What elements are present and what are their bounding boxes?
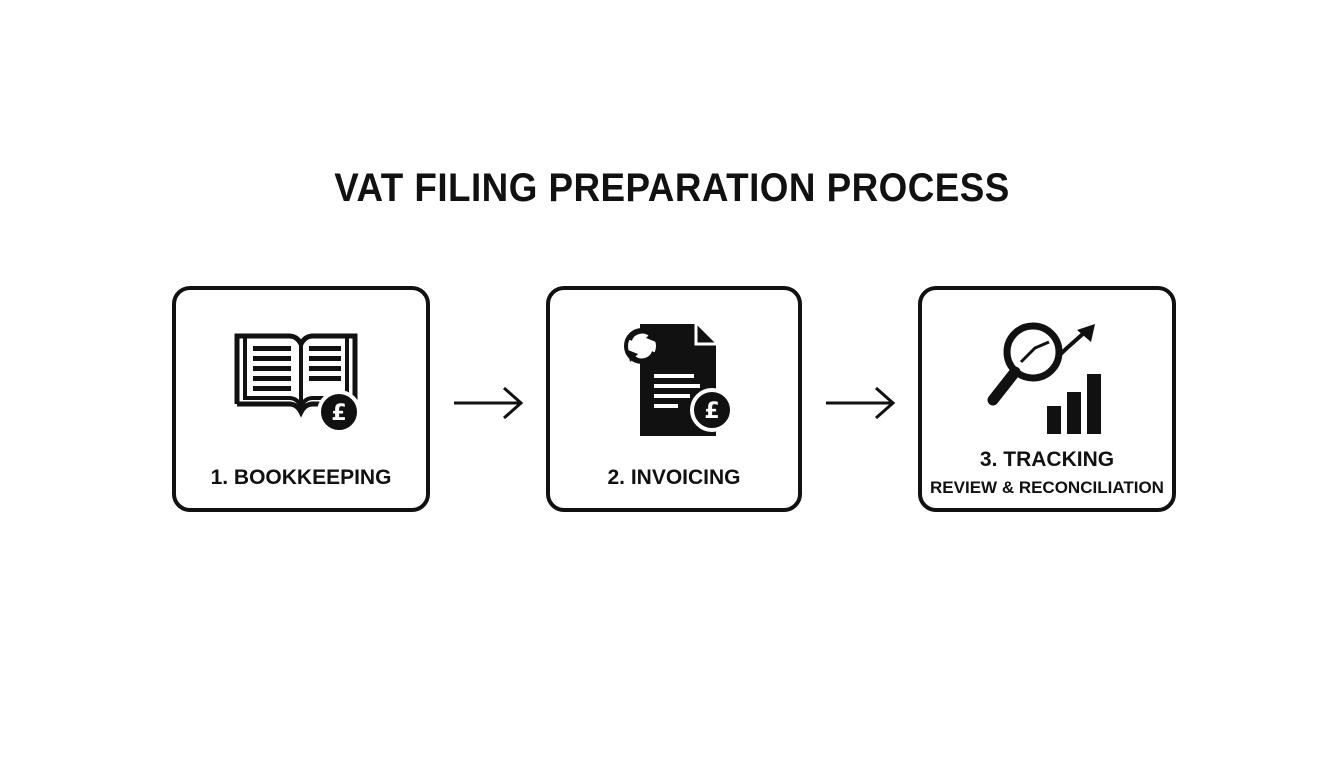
diagram-title: VAT FILING PREPARATION PROCESS xyxy=(334,166,1010,210)
step-tracking: 3. TRACKING REVIEW & RECONCILIATION xyxy=(918,286,1176,512)
step-label-tracking: 3. TRACKING xyxy=(979,448,1115,471)
step-label-invoicing: 2. INVOICING xyxy=(607,466,741,489)
svg-text:£: £ xyxy=(331,401,346,426)
ledger-book-pound-icon: £ xyxy=(231,318,371,440)
arrow-right-icon xyxy=(452,384,526,422)
step-sublabel-tracking: REVIEW & RECONCILIATION xyxy=(930,478,1164,497)
invoice-document-pound-icon: £ xyxy=(604,318,744,440)
step-bookkeeping: £ 1. BOOKKEEPING xyxy=(172,286,430,512)
arrow-right-icon xyxy=(824,384,898,422)
step-invoicing: £ 2. INVOICING xyxy=(546,286,802,512)
step-label-bookkeeping: 1. BOOKKEEPING xyxy=(210,466,392,489)
svg-text:£: £ xyxy=(704,399,719,424)
magnifier-growth-chart-icon xyxy=(977,318,1117,440)
